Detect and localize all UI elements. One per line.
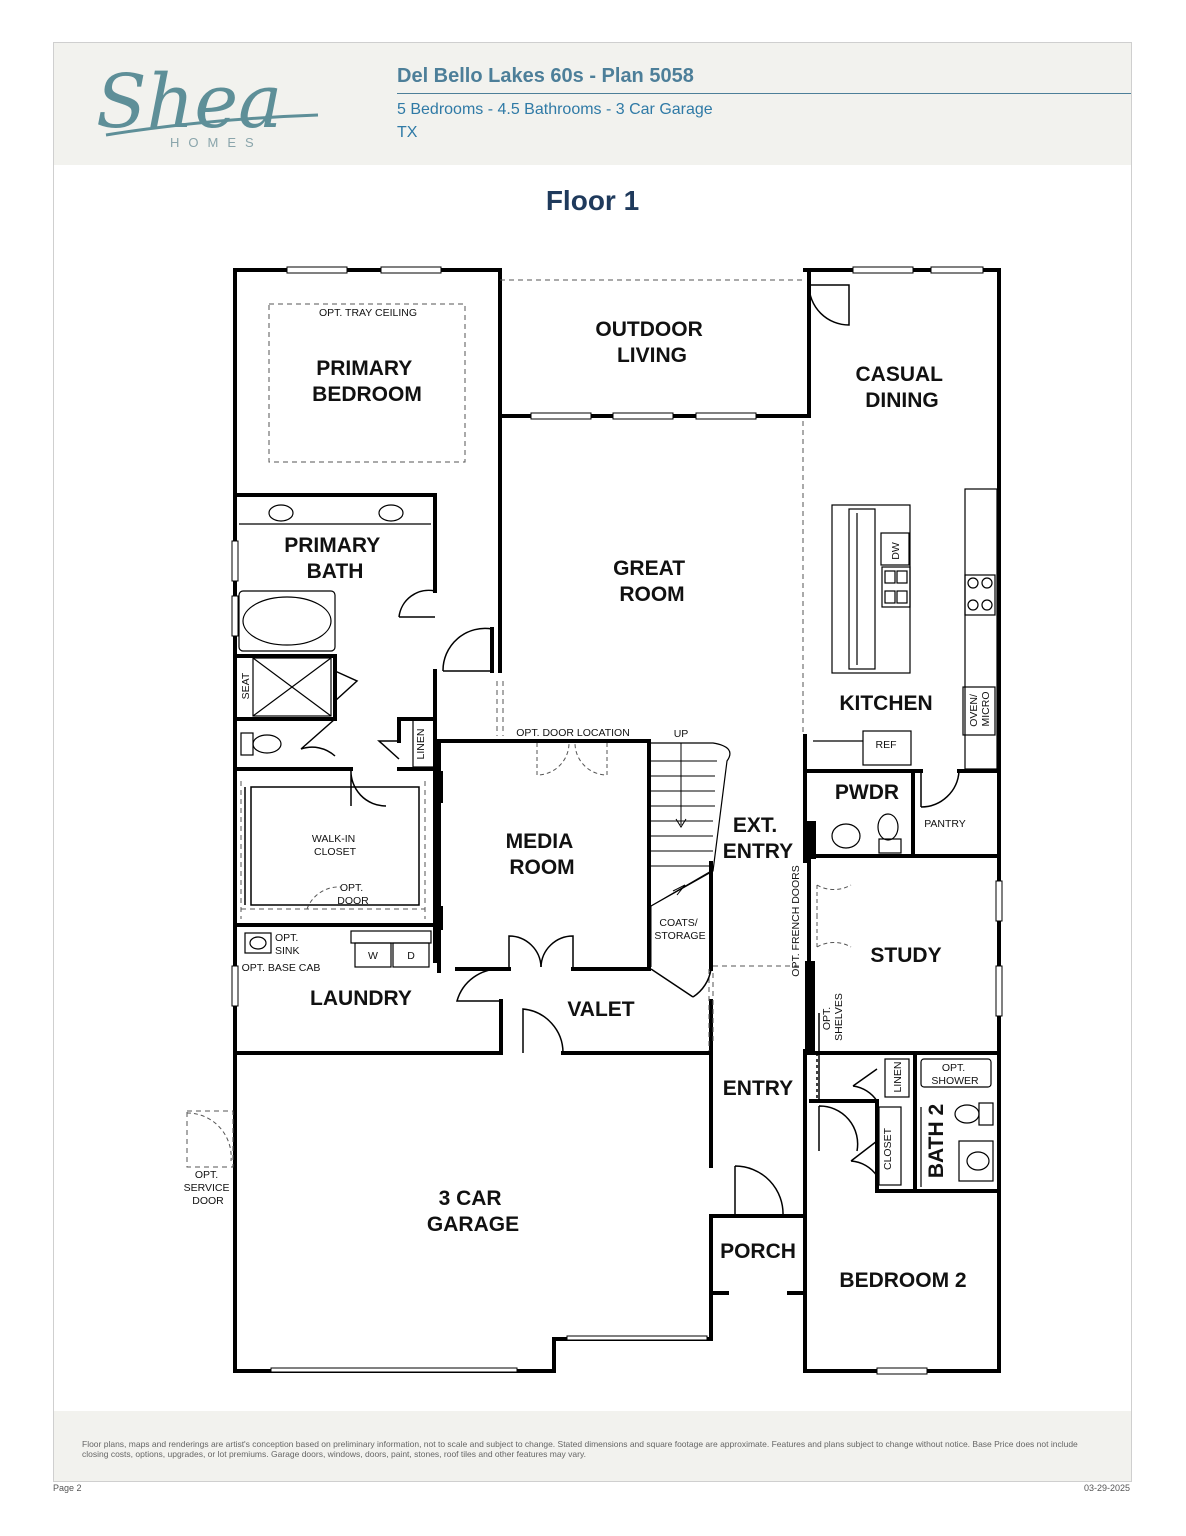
plan-title: Del Bello Lakes 60s - Plan 5058 — [397, 65, 694, 87]
page-number: Page 2 — [53, 1483, 82, 1493]
outdoor-living-label: OUTDOOR LIVING — [595, 318, 708, 367]
dw-label: DW — [890, 542, 902, 560]
ref-label: REF — [876, 739, 897, 751]
casual-dining-label: CASUAL DINING — [856, 363, 949, 412]
entry-label: ENTRY — [723, 1077, 793, 1100]
opt-french-doors-label: OPT. FRENCH DOORS — [790, 865, 802, 976]
great-room-label: GREAT ROOM — [613, 557, 691, 606]
opt-base-cab-label: OPT. BASE CAB — [242, 962, 321, 974]
disclaimer-text: Floor plans, maps and renderings are art… — [82, 1439, 1078, 1459]
floor-title: Floor 1 — [545, 185, 640, 216]
closet-label: CLOSET — [882, 1127, 894, 1170]
bedroom2-label: BEDROOM 2 — [839, 1269, 966, 1292]
coats-storage-label: COATS/ STORAGE — [654, 917, 705, 942]
garage-label: 3 CAR GARAGE — [427, 1187, 519, 1236]
plan-subtitle: 5 Bedrooms - 4.5 Bathrooms - 3 Car Garag… — [397, 101, 713, 118]
opt-sink-label: OPT. SINK — [275, 932, 301, 957]
laundry-label: LAUNDRY — [310, 987, 412, 1010]
pantry-label: PANTRY — [924, 818, 966, 830]
ext-entry-label: EXT. ENTRY — [723, 814, 793, 863]
linen-label: LINEN — [415, 729, 427, 760]
logo-subtext: HOMES — [170, 135, 263, 150]
linen2-label: LINEN — [892, 1062, 904, 1093]
shea-homes-logo: Shea HOMES — [96, 59, 319, 150]
primary-bath-label: PRIMARY BATH — [284, 534, 386, 583]
document-sheet: Shea HOMES Del Bello Lakes 60s - Plan 50… — [53, 42, 1132, 1482]
header-band: Shea HOMES Del Bello Lakes 60s - Plan 50… — [54, 43, 1131, 165]
opt-service-door-label: OPT. SERVICE DOOR — [184, 1169, 233, 1207]
primary-bedroom-label: PRIMARY BEDROOM — [312, 357, 422, 406]
kitchen-label: KITCHEN — [839, 692, 932, 715]
opt-door-location-label: OPT. DOOR LOCATION — [516, 727, 630, 739]
porch-label: PORCH — [720, 1240, 796, 1263]
oven-micro-label: OVEN/ MICRO — [968, 691, 992, 727]
title-rule — [397, 93, 1131, 94]
washer-label: W — [368, 950, 378, 962]
opt-shelves-label: OPT. SHELVES — [821, 993, 845, 1041]
media-room-label: MEDIA ROOM — [506, 830, 579, 879]
valet-label: VALET — [567, 998, 634, 1021]
opt-shower-label: OPT. SHOWER — [931, 1062, 979, 1087]
floor-plan: PRIMARY BEDROOM OUTDOOR LIVING CASUAL DI… — [184, 266, 1003, 1375]
walk-in-closet-label: WALK-IN CLOSET — [312, 833, 358, 858]
bath2-label: BATH 2 — [925, 1104, 948, 1178]
opt-tray-ceiling-label: OPT. TRAY CEILING — [319, 307, 417, 319]
dryer-label: D — [407, 950, 415, 962]
opt-door-label: OPT. DOOR — [337, 882, 369, 907]
pwdr-label: PWDR — [835, 781, 899, 804]
plan-state: TX — [397, 124, 418, 141]
seat-label: SEAT — [240, 672, 252, 699]
page-date: 03-29-2025 — [1083, 1483, 1130, 1493]
study-label: STUDY — [870, 944, 941, 967]
footer-band: Floor plans, maps and renderings are art… — [54, 1411, 1131, 1481]
stairs-up-label: UP — [674, 728, 689, 740]
